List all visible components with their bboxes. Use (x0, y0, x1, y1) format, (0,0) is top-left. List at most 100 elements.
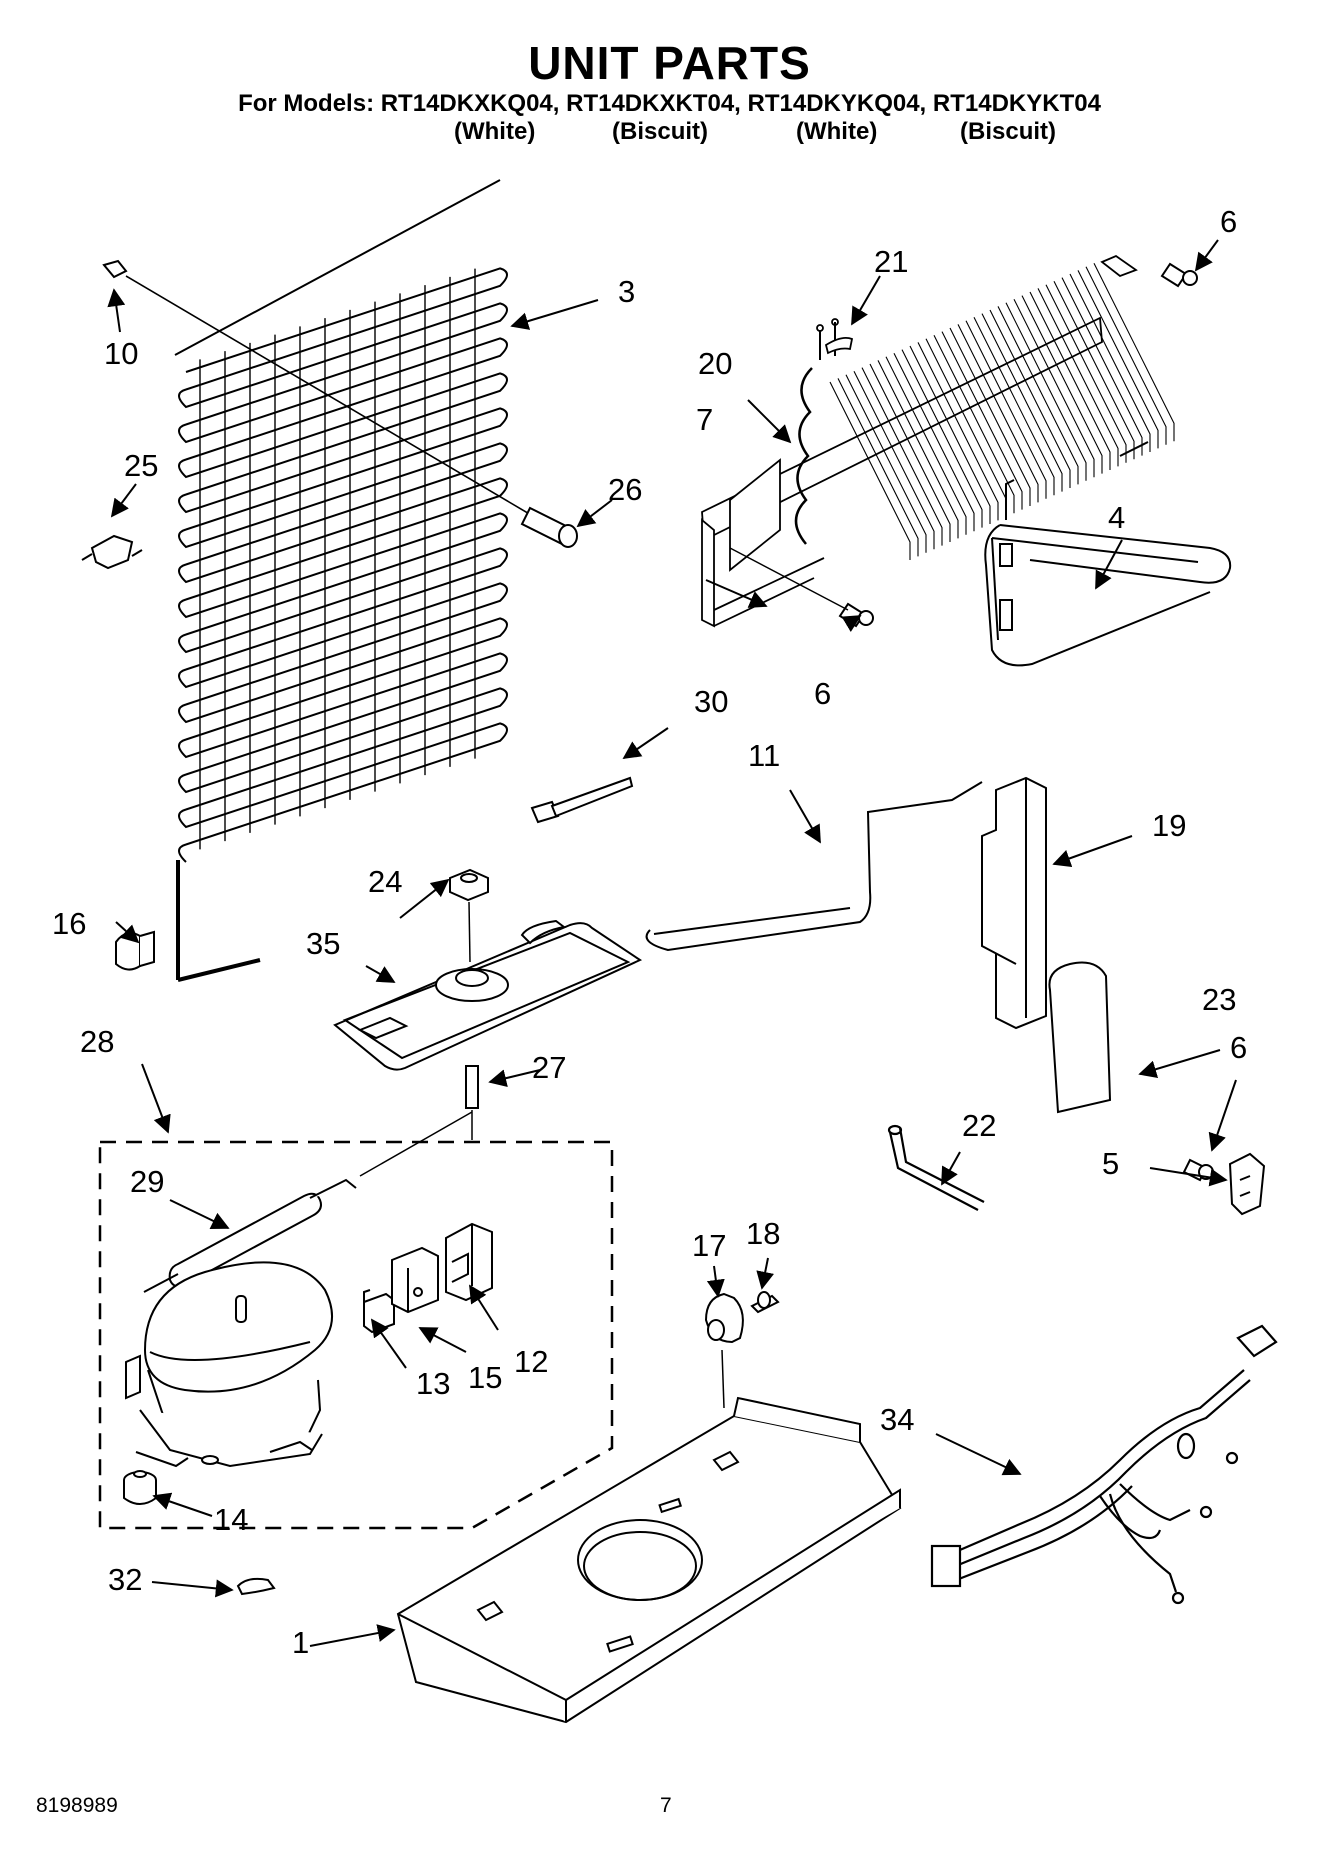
evaporator-fin (901, 349, 983, 528)
nut-24 (449, 868, 489, 963)
foam-block-19 (981, 776, 1047, 1030)
callout-7: 7 (696, 402, 713, 437)
cover-12 (445, 1222, 493, 1302)
callout-6-mid: 6 (814, 676, 831, 711)
filter-drier (143, 1111, 473, 1293)
callout-34: 34 (880, 1402, 914, 1437)
callout-numbers: 1 3 4 5 6 6 6 7 10 11 12 13 14 15 16 17 … (52, 204, 1247, 1660)
screw-26 (520, 506, 578, 548)
wiring-harness (930, 1324, 1278, 1605)
models-line: For Models: RT14DKXKQ04, RT14DKXKT04, RT… (238, 90, 1101, 117)
screw-6-mid (729, 547, 874, 628)
callout-12: 12 (514, 1344, 548, 1379)
foam-block-23 (1048, 961, 1112, 1114)
bracket-5 (1228, 1152, 1266, 1216)
evaporator-fin (933, 334, 1015, 514)
callout-28: 28 (80, 1024, 114, 1059)
color-biscuit-2: (Biscuit) (960, 118, 1056, 145)
cable-tie (530, 776, 634, 824)
screw-6-top (1160, 262, 1198, 288)
callout-5: 5 (1102, 1146, 1119, 1181)
callout-6-right: 6 (1230, 1030, 1247, 1065)
evaporator (701, 254, 1175, 628)
compressor (125, 1261, 333, 1468)
callout-26: 26 (608, 472, 642, 507)
evaporator-fin (965, 320, 1047, 499)
evaporator-fin (1037, 288, 1119, 467)
evaporator-fin (893, 352, 975, 532)
callout-32: 32 (108, 1562, 142, 1597)
evaporator-fin (869, 363, 951, 542)
grommet-17 (704, 1292, 744, 1409)
callout-24: 24 (368, 864, 402, 899)
callout-18: 18 (746, 1216, 780, 1251)
page-title: UNIT PARTS (528, 37, 811, 89)
drain-pan (333, 919, 643, 1071)
evaporator-fin (1013, 298, 1095, 478)
callout-19: 19 (1152, 808, 1186, 843)
evaporator-fin (981, 313, 1063, 492)
evaporator-fin (973, 316, 1055, 496)
callout-23: 23 (1202, 982, 1236, 1017)
evaporator-fin (941, 331, 1023, 510)
callout-22: 22 (962, 1108, 996, 1143)
callout-4: 4 (1108, 500, 1125, 535)
evaporator-fin (997, 306, 1079, 485)
evaporator-fin (877, 360, 959, 539)
overload-13 (363, 1289, 395, 1334)
callout-13: 13 (416, 1366, 450, 1401)
evaporator-fin (1053, 280, 1135, 460)
defrost-heater (984, 479, 1232, 667)
evaporator-fin (1029, 291, 1111, 470)
leader-lines (107, 239, 1237, 1647)
evaporator-fin (1077, 270, 1159, 449)
color-biscuit-1: (Biscuit) (612, 118, 708, 145)
evaporator-fin (861, 367, 943, 546)
evaporator-fin (1045, 284, 1127, 463)
evaporator-fin (1093, 262, 1175, 442)
relay-15 (391, 1246, 439, 1314)
evaporator-fin (949, 327, 1031, 506)
evaporator-fin (829, 381, 911, 560)
color-white-2: (White) (796, 118, 878, 145)
callout-16: 16 (52, 906, 86, 941)
evaporator-fin (1085, 266, 1167, 445)
drain-tube (645, 781, 983, 952)
rod-27 (465, 1065, 479, 1140)
condenser-coil (174, 179, 508, 982)
page-number: 7 (660, 1794, 672, 1817)
callout-21: 21 (874, 244, 908, 279)
evaporator-fin (957, 324, 1039, 503)
document-number: 8198989 (36, 1794, 118, 1817)
callout-17: 17 (692, 1228, 726, 1263)
clip-16 (115, 930, 155, 971)
clip-32 (236, 1577, 276, 1596)
callout-11: 11 (748, 738, 780, 773)
evaporator-fin (1069, 273, 1151, 452)
evaporator-fin (989, 309, 1071, 488)
callout-10: 10 (104, 336, 138, 371)
evaporator-fin (909, 345, 991, 524)
grommet-14 (123, 1470, 157, 1505)
callout-35: 35 (306, 926, 340, 961)
color-white-1: (White) (454, 118, 536, 145)
evaporator-fin (1005, 302, 1087, 481)
callout-20: 20 (698, 346, 732, 381)
callout-6-top: 6 (1220, 204, 1237, 239)
screw-18 (750, 1291, 780, 1314)
callout-14: 14 (214, 1502, 248, 1537)
callout-29: 29 (130, 1164, 164, 1199)
callout-30: 30 (694, 684, 728, 719)
base-pan (396, 1396, 902, 1724)
callout-27: 27 (532, 1050, 566, 1085)
evaporator-fin (885, 356, 967, 535)
callout-25: 25 (124, 448, 158, 483)
clip-25 (81, 534, 143, 570)
evaporator-fin (925, 338, 1007, 517)
callout-3: 3 (618, 274, 635, 309)
evaporator-fin (917, 342, 999, 521)
callout-1: 1 (292, 1625, 309, 1660)
callout-15: 15 (468, 1360, 502, 1395)
evaporator-fin (1021, 295, 1103, 474)
